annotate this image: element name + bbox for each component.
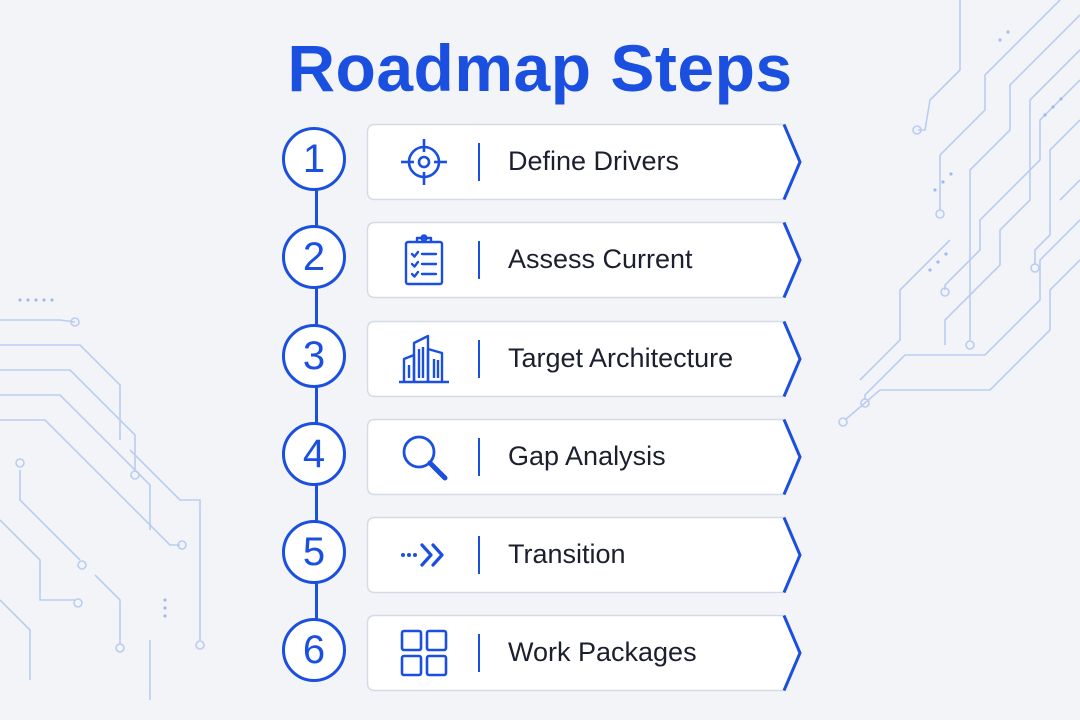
grid-icon bbox=[400, 629, 448, 677]
step-number-badge: 2 bbox=[282, 225, 346, 289]
card-divider bbox=[478, 438, 480, 476]
clipboard-checklist-icon bbox=[404, 234, 444, 286]
step-card[interactable]: Transition bbox=[366, 516, 803, 594]
step-label: Target Architecture bbox=[508, 343, 734, 373]
buildings-icon bbox=[399, 334, 449, 384]
card-divider bbox=[478, 340, 480, 378]
target-icon bbox=[401, 139, 447, 185]
step-3[interactable]: 3 Target Architecture bbox=[282, 320, 807, 398]
page-title: Roadmap Steps bbox=[287, 31, 793, 105]
card-divider bbox=[478, 241, 480, 279]
timeline-connector bbox=[315, 160, 318, 650]
step-card[interactable]: Work Packages bbox=[366, 614, 803, 692]
step-card[interactable]: Assess Current bbox=[366, 221, 803, 299]
card-divider bbox=[478, 536, 480, 574]
step-label: Assess Current bbox=[508, 244, 693, 274]
step-4[interactable]: 4 Gap Analysis bbox=[282, 418, 807, 496]
double-chevron-right-icon bbox=[401, 543, 444, 567]
magnifier-icon bbox=[402, 435, 448, 481]
step-5[interactable]: 5 Transition bbox=[282, 516, 807, 594]
card-divider bbox=[478, 634, 480, 672]
step-number-badge: 3 bbox=[282, 324, 346, 388]
step-number-badge: 4 bbox=[282, 422, 346, 486]
step-card[interactable]: Define Drivers bbox=[366, 123, 803, 201]
step-label: Transition bbox=[508, 539, 626, 569]
step-number-badge: 5 bbox=[282, 520, 346, 584]
step-card[interactable]: Gap Analysis bbox=[366, 418, 803, 496]
step-label: Define Drivers bbox=[508, 146, 680, 176]
step-card[interactable]: Target Architecture bbox=[366, 320, 803, 398]
step-2[interactable]: 2 Assess Current bbox=[282, 221, 807, 299]
step-6[interactable]: 6 Work Packages bbox=[282, 614, 807, 692]
step-1[interactable]: 1 Define Drivers bbox=[282, 123, 807, 201]
step-number-badge: 1 bbox=[282, 127, 346, 191]
step-number-badge: 6 bbox=[282, 618, 346, 682]
step-label: Gap Analysis bbox=[508, 441, 666, 471]
card-divider bbox=[478, 143, 480, 181]
step-label: Work Packages bbox=[508, 637, 697, 667]
